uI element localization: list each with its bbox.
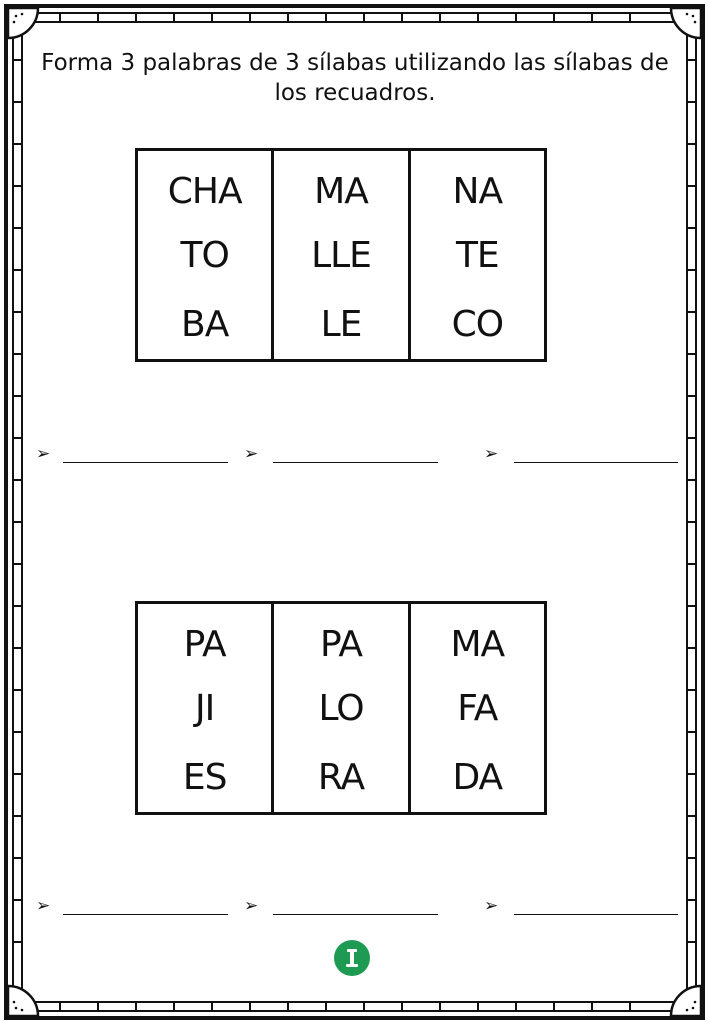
- syllable-grid-2: PA JI ES PA LO RA MA FA DA: [135, 601, 547, 815]
- answer-line[interactable]: [273, 914, 438, 915]
- syllable: LE: [320, 304, 363, 345]
- syllable-column: CHA TO BA: [138, 151, 275, 359]
- syllable: LLE: [311, 235, 372, 276]
- answer-line[interactable]: [514, 462, 678, 463]
- arrow-bullet-icon: ➢: [36, 444, 51, 464]
- syllable-column: NA TE CO: [411, 151, 544, 359]
- syllable-column: MA LLE LE: [274, 151, 411, 359]
- answer-line[interactable]: [273, 462, 438, 463]
- syllable: JI: [195, 688, 215, 729]
- syllable: RA: [317, 757, 365, 798]
- syllable: MA: [450, 624, 505, 665]
- corner-ornament-bl: [6, 984, 40, 1018]
- arrow-bullet-icon: ➢: [36, 896, 51, 916]
- corner-ornament-tr: [669, 6, 703, 40]
- syllable: BA: [181, 304, 229, 345]
- syllable: FA: [457, 688, 498, 729]
- answer-line[interactable]: [63, 462, 228, 463]
- syllable: CO: [451, 304, 504, 345]
- syllable-column: MA FA DA: [411, 604, 544, 812]
- syllable-column: PA JI ES: [138, 604, 275, 812]
- syllable: LO: [318, 688, 364, 729]
- answer-line[interactable]: [63, 914, 228, 915]
- arrow-bullet-icon: ➢: [244, 444, 259, 464]
- syllable: TO: [180, 235, 230, 276]
- syllable: MA: [314, 171, 369, 212]
- answer-row-2: ➢ ➢ ➢: [0, 892, 709, 922]
- syllable-grid-1: CHA TO BA MA LLE LE NA TE CO: [135, 148, 547, 362]
- syllable: TE: [455, 235, 500, 276]
- syllable: PA: [319, 624, 363, 665]
- syllable: PA: [183, 624, 227, 665]
- arrow-bullet-icon: ➢: [484, 896, 499, 916]
- corner-ornament-br: [669, 984, 703, 1018]
- corner-ornament-tl: [6, 6, 40, 40]
- publisher-logo-icon: [334, 940, 370, 976]
- syllable-column: PA LO RA: [274, 604, 411, 812]
- arrow-bullet-icon: ➢: [244, 896, 259, 916]
- arrow-bullet-icon: ➢: [484, 444, 499, 464]
- syllable: ES: [182, 757, 228, 798]
- syllable: CHA: [167, 171, 243, 212]
- answer-row-1: ➢ ➢ ➢: [0, 440, 709, 470]
- answer-line[interactable]: [514, 914, 678, 915]
- instruction-text: Forma 3 palabras de 3 sílabas utilizando…: [41, 50, 669, 106]
- syllable: NA: [452, 171, 504, 212]
- syllable: DA: [452, 757, 503, 798]
